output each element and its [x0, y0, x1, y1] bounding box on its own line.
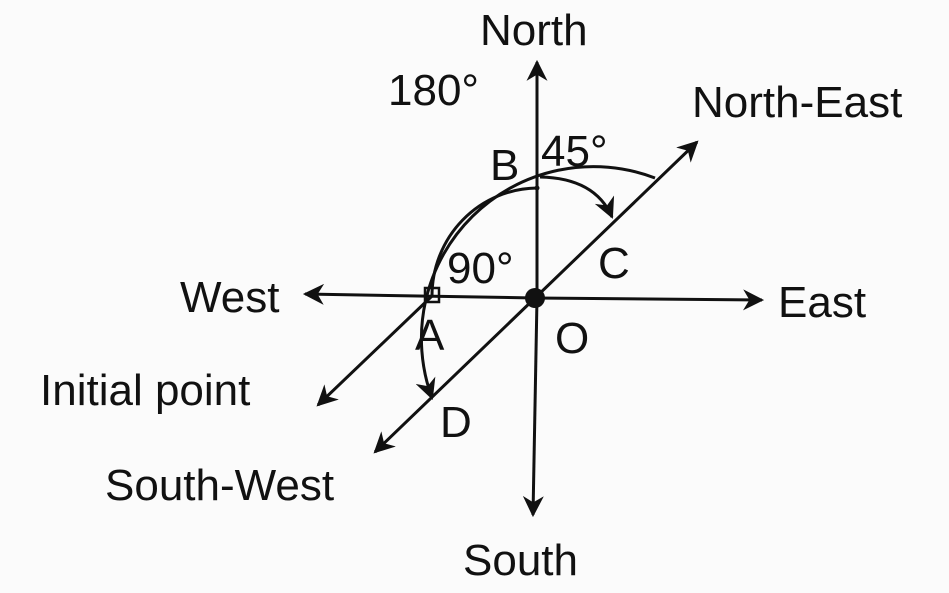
initial-point-line: [316, 294, 434, 407]
label-point-b: B: [490, 141, 519, 190]
label-south-west: South-West: [105, 461, 334, 510]
label-north-east: North-East: [692, 78, 902, 127]
label-point-c: C: [598, 239, 630, 288]
label-north: North: [480, 6, 588, 55]
south-west-line: [373, 296, 537, 454]
label-angle-45: 45°: [541, 127, 608, 176]
point-b-dot: [534, 185, 540, 191]
right-angle-marker: [423, 286, 441, 304]
label-point-a: A: [415, 311, 445, 360]
east-axis: [534, 289, 765, 311]
label-angle-90: 90°: [447, 244, 514, 293]
label-initial-point: Initial point: [40, 366, 250, 415]
label-point-d: D: [440, 398, 472, 447]
label-west: West: [180, 273, 279, 322]
arc-180: [415, 165, 656, 400]
south-axis: [522, 297, 544, 518]
label-point-o: O: [555, 314, 589, 363]
west-axis: [302, 283, 536, 305]
north-east-line: [533, 140, 699, 300]
label-angle-180: 180°: [388, 66, 479, 115]
arc-45: [539, 175, 615, 219]
label-south: South: [463, 536, 578, 585]
origin-point: [525, 288, 545, 308]
label-east: East: [778, 278, 866, 327]
